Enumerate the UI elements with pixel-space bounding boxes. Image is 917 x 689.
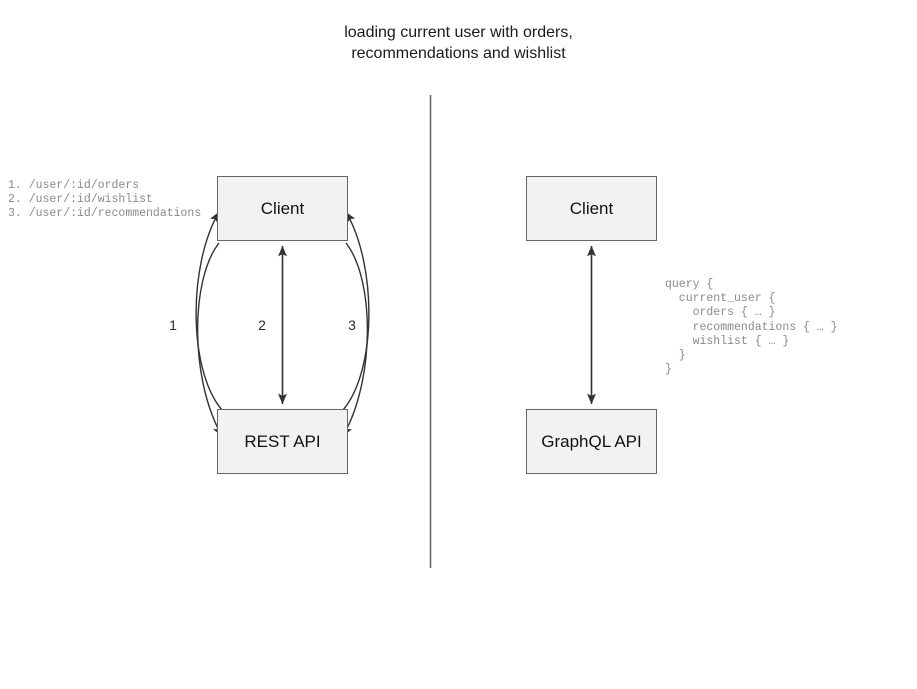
rest-arrow-1-return-path <box>196 242 223 437</box>
graphql-query-block: query { current_user { orders { … } reco… <box>665 278 838 377</box>
graphql-client-label: Client <box>569 198 614 218</box>
rest-arrow-1-path <box>195 211 223 411</box>
rest-edge-label-3: 3 <box>348 317 356 333</box>
rest-arrow-3-return-path <box>342 242 369 437</box>
graphql-api-node[interactable]: GraphQL API <box>526 409 657 474</box>
graphql-api-label: GraphQL API <box>541 431 642 451</box>
rest-edge-label-2: 2 <box>258 317 266 333</box>
rest-api-label: REST API <box>244 431 321 451</box>
rest-arrow-3-path <box>342 211 370 411</box>
graphql-client-node[interactable]: Client <box>526 176 657 241</box>
rest-client-node[interactable]: Client <box>217 176 348 241</box>
rest-client-label: Client <box>260 198 305 218</box>
rest-api-node[interactable]: REST API <box>217 409 348 474</box>
rest-endpoint-list: 1. /user/:id/orders 2. /user/:id/wishlis… <box>8 179 202 221</box>
rest-edge-label-1: 1 <box>169 317 177 333</box>
page-title: loading current user with orders, recomm… <box>344 24 573 62</box>
